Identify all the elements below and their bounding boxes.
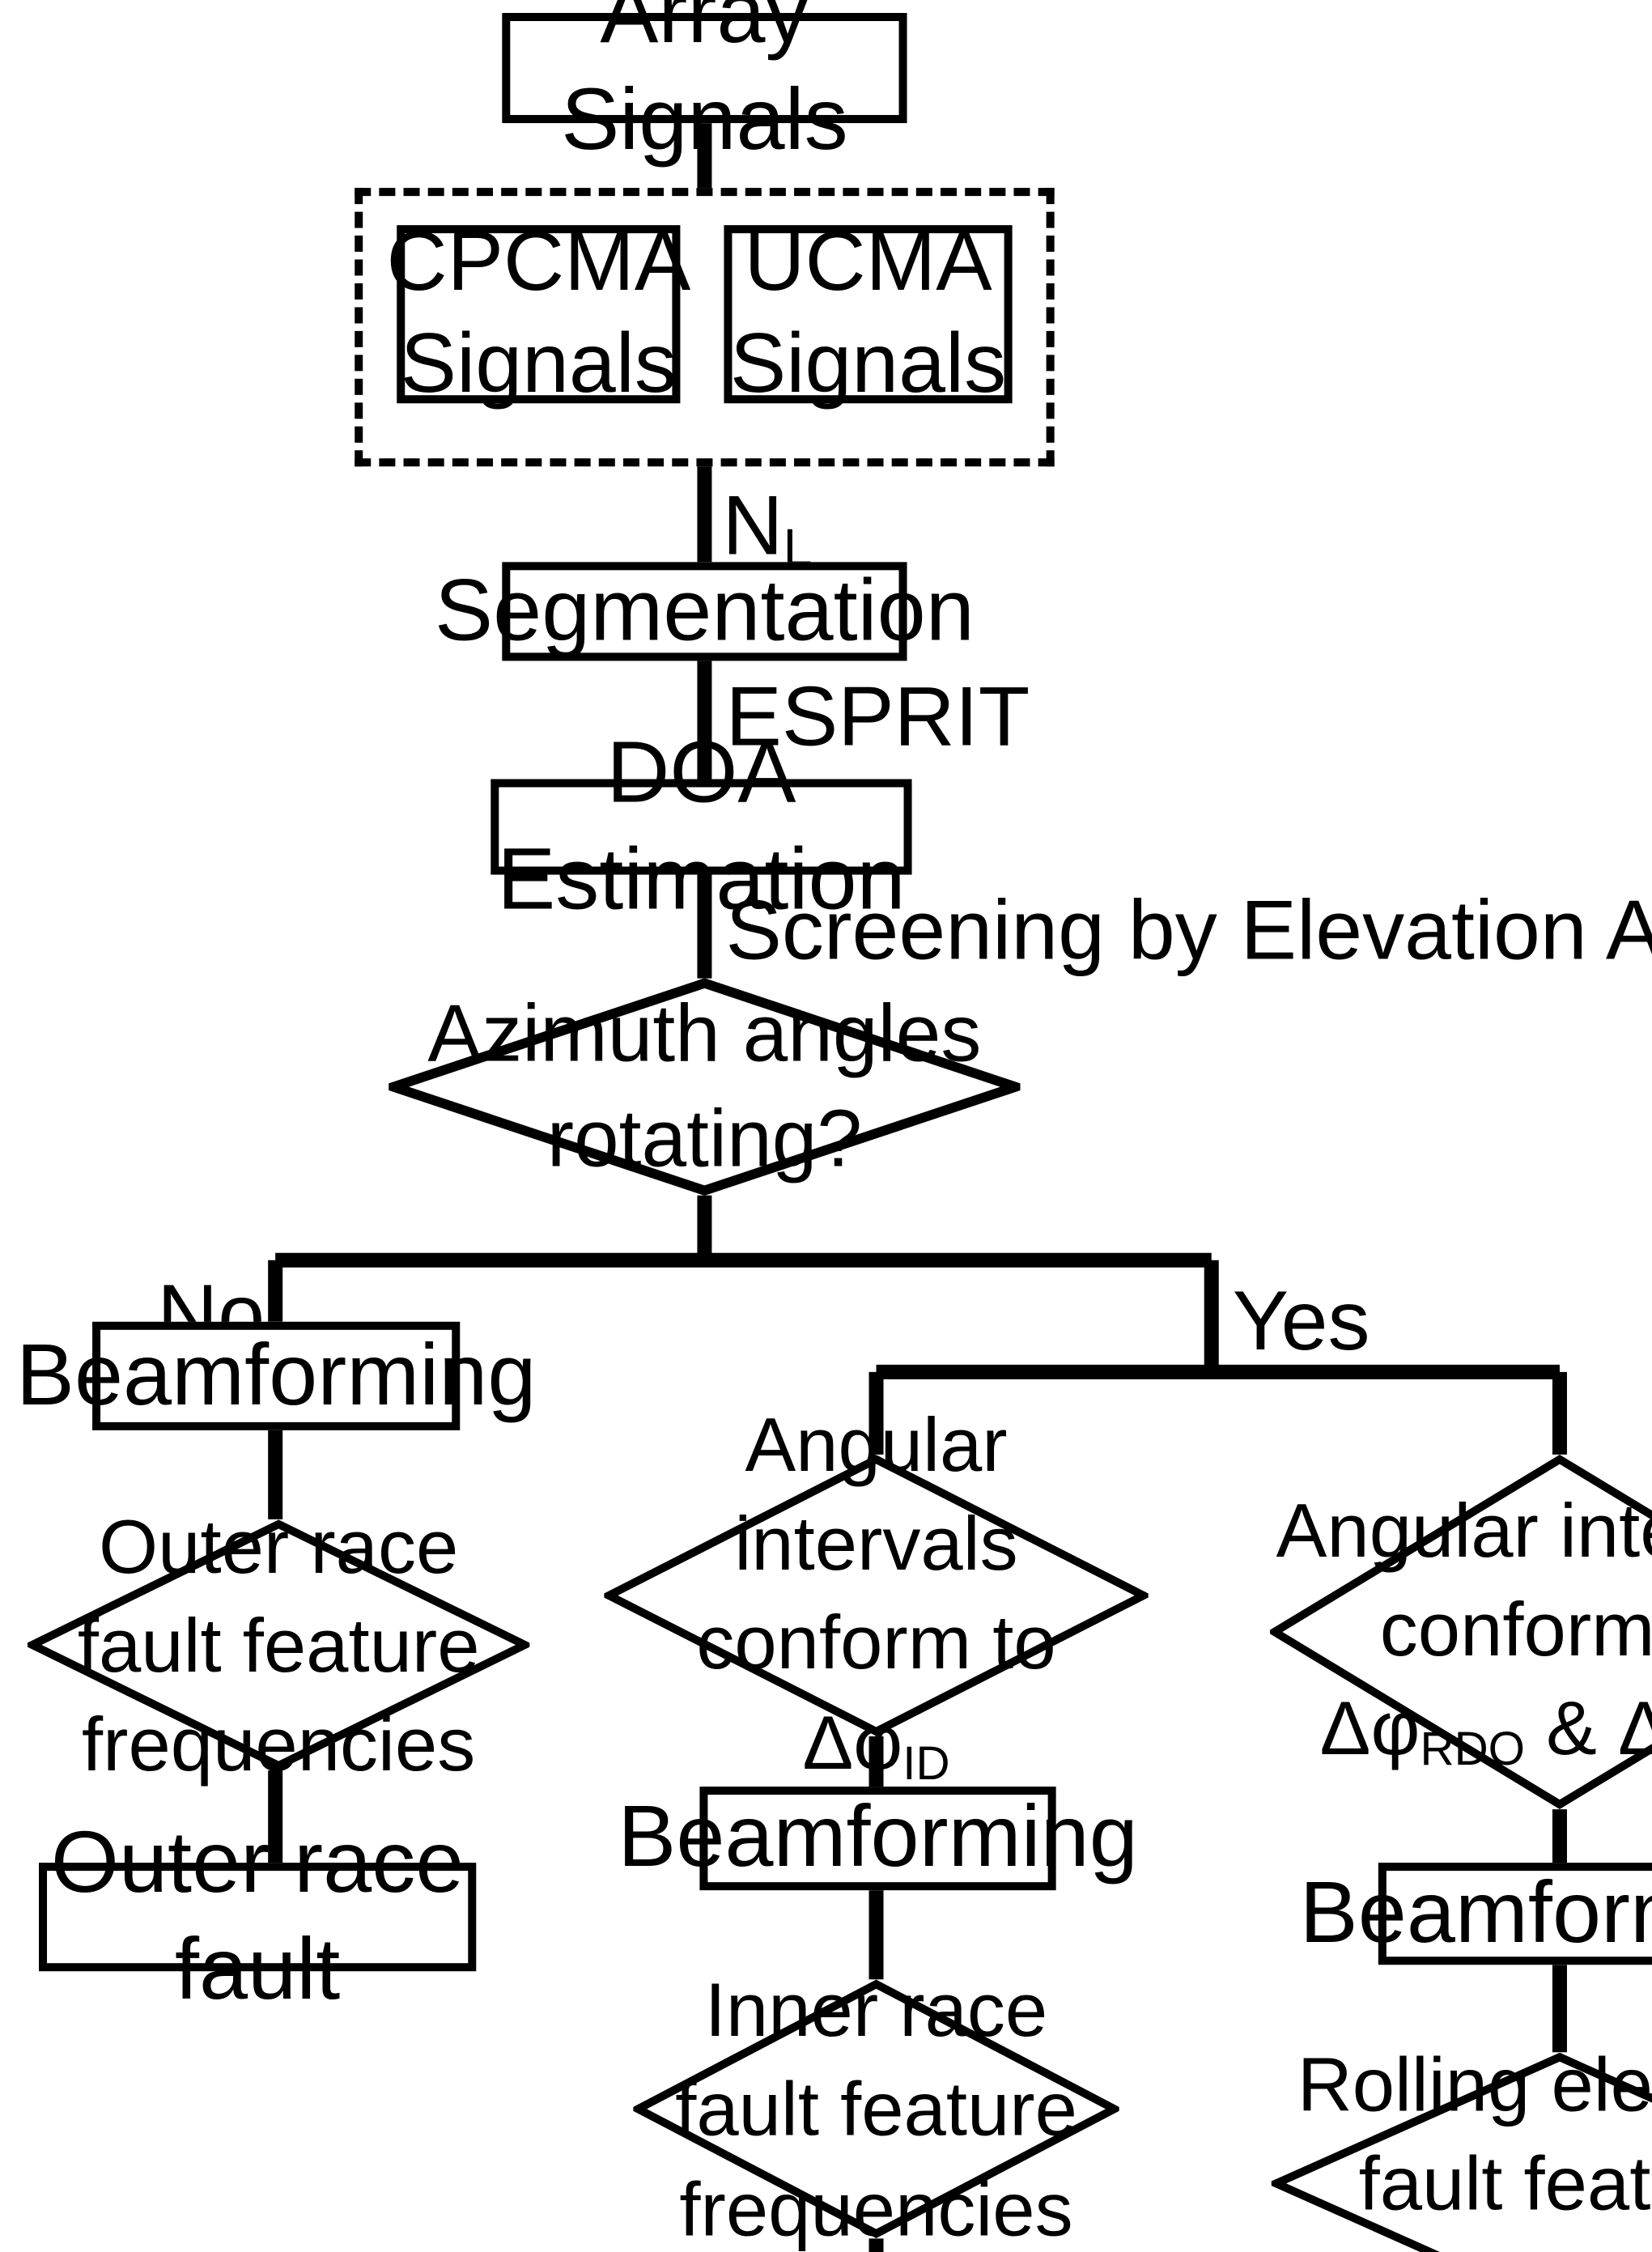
signal-type-group: [355, 188, 1055, 467]
angular-rd-symbol-sub-1: RDO: [1420, 1724, 1526, 1777]
angular-id-text: Angular intervals conform to: [696, 1401, 1056, 1685]
node-beamforming-middle-label: Beamforming: [618, 1788, 1138, 1886]
node-rolling-element-decision[interactable]: Rolling element fault feature frequencie…: [1271, 2041, 1652, 2252]
node-angular-rd-decision-label: Angular intervals conform to ΔφRDO & ΔφR…: [1270, 1455, 1652, 1809]
node-rolling-element-decision-label: Rolling element fault feature frequencie…: [1297, 2041, 1652, 2252]
angular-id-symbol: ΔφID: [802, 1692, 949, 1796]
angular-rd-symbol-prefix-1: Δφ: [1319, 1685, 1421, 1771]
node-outer-race-decision-label: Outer race fault feature frequencies: [77, 1502, 480, 1787]
angular-rd-symbols: ΔφRDO & ΔφRDI: [1320, 1679, 1652, 1783]
angular-rd-decision-shape: [1269, 1455, 1652, 1809]
edge-label-nl-text: N: [722, 479, 784, 574]
node-segmentation[interactable]: Segmentation: [435, 561, 975, 661]
angular-id-symbol-sub: ID: [902, 1737, 950, 1790]
outer-race-decision-shape: [28, 1519, 530, 1770]
rolling-element-decision-shape: [1271, 2052, 1652, 2252]
edge-label-screening: Screening by Elevation Angles: [725, 883, 1652, 980]
node-inner-race-decision[interactable]: Inner race fault feature frequencies: [633, 1966, 1119, 2251]
edge-label-screening-text: Screening by Elevation Angles: [725, 884, 1652, 979]
node-array-signals[interactable]: Array Signals: [502, 0, 907, 168]
node-segmentation-label: Segmentation: [435, 561, 975, 659]
node-ucma-signals-label: UCMA Signals: [729, 215, 1007, 412]
node-outer-race-fault[interactable]: Outer race fault: [39, 1813, 477, 2017]
node-cpcma-signals[interactable]: CPCMA Signals: [386, 215, 690, 411]
node-ucma-signals[interactable]: UCMA Signals: [724, 215, 1013, 411]
node-azimuth-decision-label: Azimuth angles rotating?: [427, 988, 982, 1184]
node-beamforming-right[interactable]: Beamforming: [1300, 1863, 1652, 1965]
node-doa-estimation[interactable]: DOA Estimation: [491, 724, 912, 928]
node-beamforming-left[interactable]: Beamforming: [16, 1321, 536, 1430]
node-inner-race-fault-label: Inner race fault: [672, 2240, 1086, 2252]
node-cpcma-signals-label: CPCMA Signals: [386, 215, 691, 412]
node-beamforming-left-label: Beamforming: [15, 1325, 537, 1423]
node-array-signals-label: Array Signals: [561, 0, 848, 169]
angular-id-symbol-prefix: Δφ: [802, 1698, 903, 1785]
angular-rd-text: Angular intervals conform to: [1276, 1487, 1652, 1672]
node-outer-race-decision[interactable]: Outer race fault feature frequencies: [28, 1502, 530, 1787]
angular-rd-symbol-prefix-2: Δφ: [1618, 1685, 1652, 1771]
angular-id-decision-shape: [604, 1455, 1149, 1736]
node-beamforming-middle[interactable]: Beamforming: [618, 1787, 1138, 1891]
node-angular-rd-decision[interactable]: Angular intervals conform to ΔφRDO & ΔφR…: [1269, 1455, 1652, 1809]
inner-race-decision-shape: [633, 1979, 1119, 2238]
node-inner-race-decision-label: Inner race fault feature frequencies: [675, 1966, 1077, 2251]
edge-label-esprit-text: ESPRIT: [725, 670, 1030, 765]
azimuth-decision-shape: [389, 978, 1021, 1196]
edge-label-esprit: ESPRIT: [725, 669, 1030, 766]
node-doa-estimation-label: DOA Estimation: [497, 723, 906, 928]
node-angular-id-decision-label: Angular intervals conform to ΔφID: [604, 1401, 1148, 1790]
node-azimuth-decision[interactable]: Azimuth angles rotating?: [389, 978, 1021, 1196]
node-angular-id-decision[interactable]: Angular intervals conform to ΔφID: [604, 1401, 1149, 1790]
edge-label-yes: Yes: [1233, 1273, 1370, 1370]
edge-label-yes-text: Yes: [1232, 1274, 1370, 1369]
node-beamforming-right-label: Beamforming: [1299, 1863, 1652, 1961]
angular-rd-conjunction: &: [1525, 1685, 1619, 1771]
node-outer-race-fault-label: Outer race fault: [50, 1813, 465, 2018]
